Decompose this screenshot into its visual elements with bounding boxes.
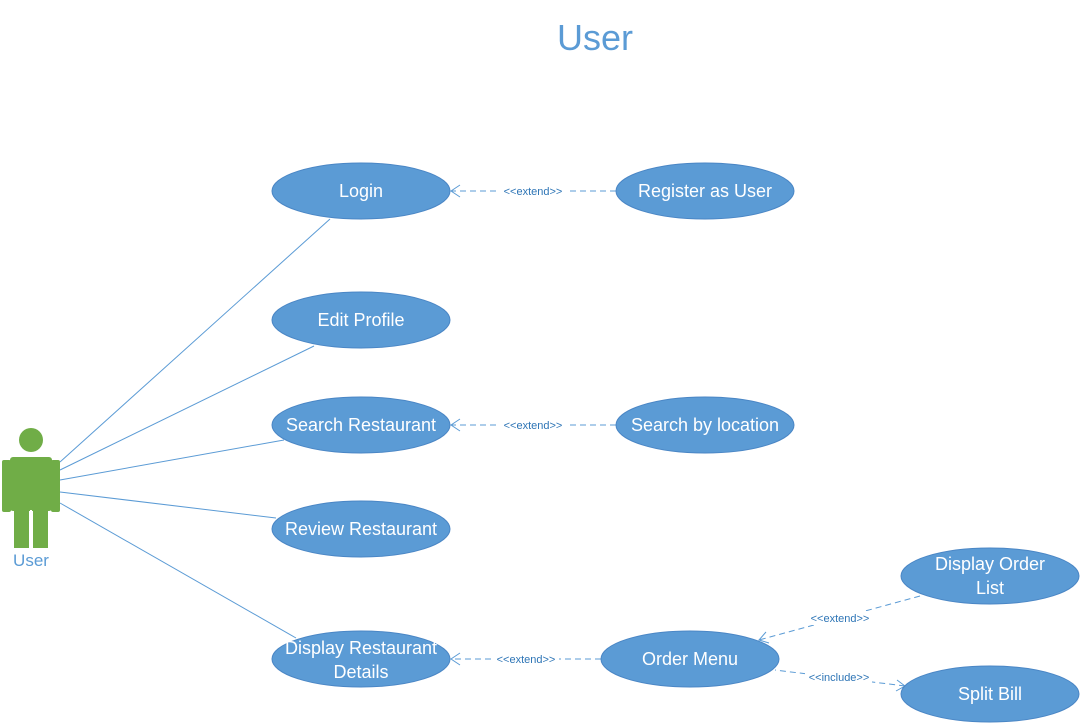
- usecase-search-restaurant-label: Search Restaurant: [286, 415, 436, 435]
- diagram-title: User: [557, 17, 633, 58]
- usecase-split-bill[interactable]: Split Bill: [900, 665, 1080, 723]
- usecase-edit-profile-label: Edit Profile: [317, 310, 404, 330]
- extend-register-login-arrowhead: [450, 184, 461, 198]
- extend-orderlist-order-arrowhead: [758, 631, 770, 644]
- extend-order-details-label-bg: [492, 652, 559, 666]
- usecase-search-restaurant[interactable]: Search Restaurant: [271, 396, 451, 454]
- association-edit-profile: [59, 345, 315, 471]
- usecase-order-menu[interactable]: Order Menu: [600, 630, 780, 688]
- usecase-search-by-location-label: Search by location: [631, 415, 779, 435]
- extend-register-login-label: <<extend>>: [504, 186, 563, 198]
- extend-register-login-label-bg: [499, 184, 566, 198]
- usecase-edit-profile[interactable]: Edit Profile: [271, 291, 451, 349]
- usecase-login[interactable]: Login: [271, 162, 451, 220]
- usecase-display-order-list[interactable]: Display Order List: [900, 547, 1080, 605]
- stick-figure-icon: [2, 428, 60, 548]
- usecase-review-restaurant-label: Review Restaurant: [285, 519, 437, 539]
- include-order-split-label-bg: [805, 670, 872, 684]
- include-order-split-label: <<include>>: [809, 672, 870, 684]
- association-display-details: [59, 502, 297, 639]
- usecase-search-by-location[interactable]: Search by location: [615, 396, 795, 454]
- usecase-register-as-user-label: Register as User: [638, 181, 772, 201]
- extend-order-details-label: <<extend>>: [497, 654, 556, 666]
- usecase-display-details-label-line2: Details: [333, 662, 388, 682]
- extend-location-search-arrowhead: [450, 418, 461, 432]
- usecase-display-restaurant-details[interactable]: Display Restaurant Details: [271, 630, 451, 688]
- usecase-review-restaurant[interactable]: Review Restaurant: [271, 500, 451, 558]
- usecase-register-as-user[interactable]: Register as User: [615, 162, 795, 220]
- usecase-order-menu-label: Order Menu: [642, 649, 738, 669]
- usecase-display-details-label-line1: Display Restaurant: [285, 638, 437, 658]
- extend-order-details-arrowhead: [450, 652, 461, 666]
- association-login: [59, 218, 331, 463]
- usecase-login-label: Login: [339, 181, 383, 201]
- association-search-restaurant: [59, 439, 285, 481]
- association-review-restaurant: [59, 491, 277, 519]
- usecase-split-bill-label: Split Bill: [958, 684, 1022, 704]
- extend-location-search-label-bg: [499, 418, 566, 432]
- extend-orderlist-order-label-bg: [806, 611, 873, 625]
- extend-location-search-label: <<extend>>: [504, 420, 563, 432]
- actor-user-label: User: [13, 551, 49, 570]
- actor-user[interactable]: User: [2, 428, 60, 570]
- usecase-display-order-list-label-line2: List: [976, 578, 1004, 598]
- extend-orderlist-order-label: <<extend>>: [811, 613, 870, 625]
- usecase-display-order-list-label-line1: Display Order: [935, 554, 1045, 574]
